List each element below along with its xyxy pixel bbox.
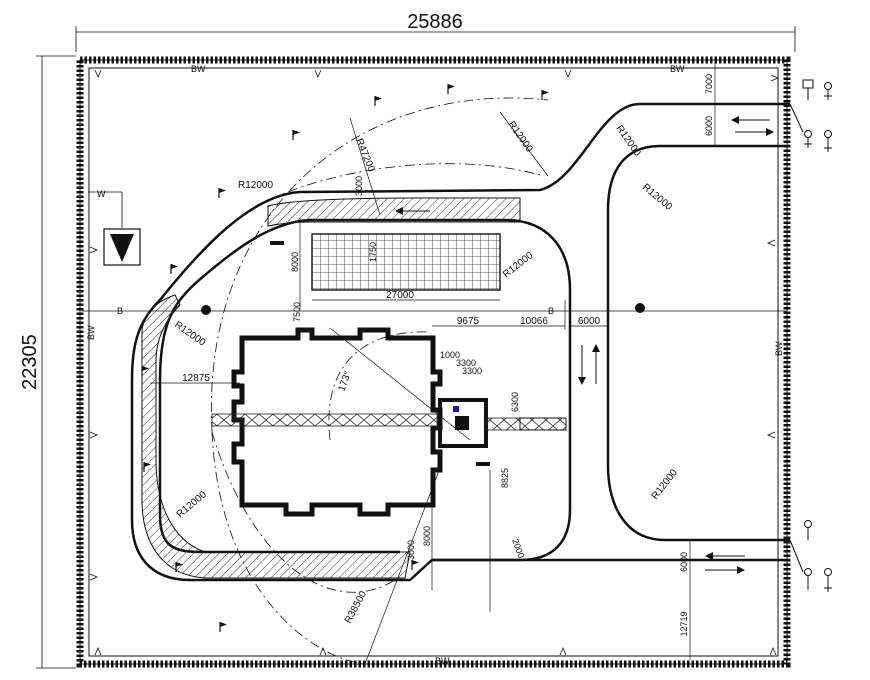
b-label-left: B — [117, 306, 123, 316]
dim-6000-top: 6000 — [704, 116, 714, 136]
b-label-right: B — [548, 306, 554, 316]
dim-8000-bottom: 8000 — [422, 526, 432, 546]
court-area — [311, 233, 501, 291]
bw-label-left: BW — [86, 325, 96, 340]
test-track-road — [130, 102, 790, 582]
dim-3300-b: 3300 — [462, 366, 482, 376]
dim-7000: 7000 — [704, 74, 714, 94]
dim-1000: 1000 — [440, 350, 460, 360]
bw-label-bottom: BW — [435, 656, 450, 666]
hatched-curbs — [141, 197, 521, 579]
fence-markers — [89, 69, 780, 656]
boundary-labels: BW BW BW BW BW B B W — [86, 64, 784, 666]
perimeter-fence — [76, 56, 791, 668]
dim-6000-mid: 6000 — [578, 316, 601, 327]
r47200-label: R47200 — [353, 137, 376, 174]
lane-dimensions: 7000 6000 6000 12719 — [679, 60, 716, 660]
direction-arrows — [395, 116, 774, 574]
r12000-inner-bottom: R12000 — [650, 467, 681, 502]
building-dimensions: 9675 10066 6000 12875 1000 3300 3300 630… — [150, 316, 608, 560]
w-label: W — [97, 189, 106, 199]
dim-3000-bottom: 3000 — [406, 540, 416, 560]
axis-lines — [82, 218, 786, 330]
dim-27000: 27000 — [312, 290, 500, 301]
dim-6300: 6300 — [510, 392, 520, 412]
bw-label-right: BW — [774, 341, 784, 356]
bw-label-top-right: BW — [670, 64, 685, 74]
dim-8000-left: 8000 — [290, 252, 300, 272]
dim-27000-label: 27000 — [386, 290, 414, 301]
r38500-label: R38500 — [343, 589, 369, 625]
dim-1750: 1750 — [368, 242, 378, 262]
r12000-left-top: R12000 — [238, 180, 273, 191]
r12000-inner-top: R12000 — [640, 182, 674, 213]
overall-width-dimension: 25886 — [75, 11, 796, 52]
dim-10066: 10066 — [520, 316, 548, 327]
gate-symbols — [789, 79, 832, 592]
north-arrow-icon — [88, 191, 141, 266]
dim-3000-top: 3000 — [354, 176, 364, 196]
bw-label-top-left: BW — [191, 64, 206, 74]
dim-2000: 2000 — [510, 537, 526, 559]
dim-9675: 9675 — [457, 316, 480, 327]
r12000-left-bottom: R12000 — [175, 489, 209, 520]
dim-7500: 7500 — [292, 302, 302, 322]
misc-symbols — [201, 241, 645, 466]
r12000-track-top: R12000 — [614, 123, 643, 158]
dim-3300-a: 3300 — [456, 358, 476, 368]
r12000-left-mid: R12000 — [172, 319, 207, 348]
r12000-top: R12000 — [506, 119, 535, 154]
r12000-court: R12000 — [501, 250, 536, 281]
dim-12875: 12875 — [182, 373, 210, 384]
building-footprint — [211, 327, 567, 517]
dim-6000-bottom: 6000 — [679, 552, 689, 572]
dim-8825: 8825 — [500, 468, 510, 488]
overall-height-label: 22305 — [19, 334, 41, 390]
radius-labels: R47200 R12000 R12000 R12000 R12000 R1200… — [172, 119, 680, 625]
overall-height-dimension: 22305 — [19, 55, 76, 669]
overall-width-label: 25886 — [407, 11, 463, 33]
dim-12719: 12719 — [679, 611, 689, 636]
flag-markers — [141, 83, 550, 633]
